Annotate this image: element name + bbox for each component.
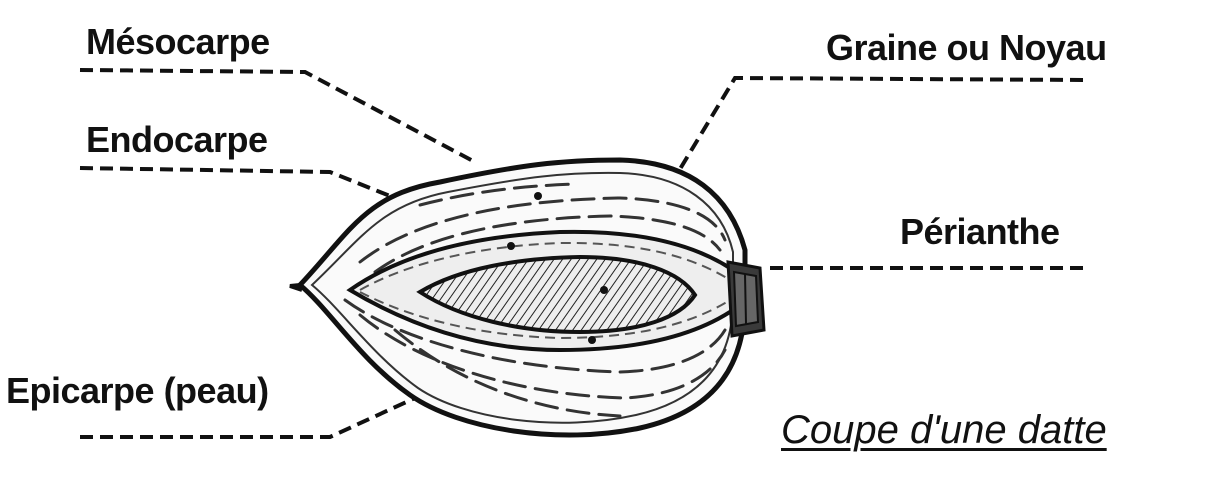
label-epicarpe: Epicarpe (peau) [6,373,269,409]
perianth-calyx [728,262,764,336]
label-graine: Graine ou Noyau [826,30,1107,66]
label-perianthe: Périanthe [900,214,1060,250]
label-mesocarpe: Mésocarpe [86,24,270,60]
diagram-caption: Coupe d'une datte [781,410,1107,450]
label-endocarpe: Endocarpe [86,122,268,158]
